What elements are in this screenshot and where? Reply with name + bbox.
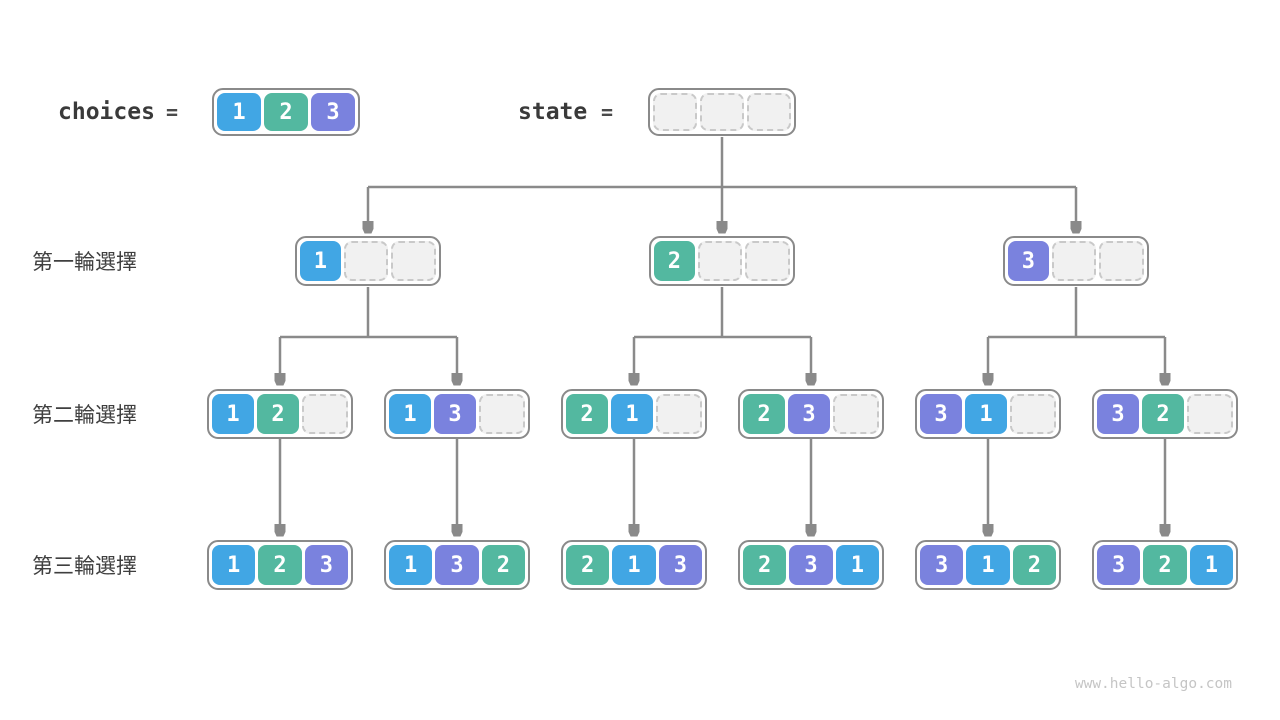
value-cell-3: 3 bbox=[434, 394, 476, 434]
value-cell-3: 3 bbox=[658, 545, 702, 585]
empty-slot-cell bbox=[479, 394, 525, 434]
state-equals-sign: = bbox=[601, 100, 614, 124]
value-cell-2: 2 bbox=[743, 394, 785, 434]
empty-slot-cell bbox=[302, 394, 348, 434]
empty-slot-cell bbox=[697, 241, 743, 281]
value-cell-3: 3 bbox=[1097, 545, 1141, 585]
state-node-3: 3 bbox=[1003, 236, 1149, 286]
value-cell-2: 2 bbox=[1142, 394, 1184, 434]
value-cell-3: 3 bbox=[311, 93, 355, 131]
value-cell-3: 3 bbox=[789, 545, 833, 585]
empty-slot-cell bbox=[1010, 394, 1056, 434]
empty-slot-cell bbox=[653, 93, 697, 131]
empty-slot-cell bbox=[833, 394, 879, 434]
row-label-round-2: 第二輪選擇 bbox=[32, 404, 137, 427]
value-cell-1: 1 bbox=[966, 545, 1010, 585]
state-array-box bbox=[648, 88, 796, 136]
value-cell-1: 1 bbox=[611, 394, 653, 434]
value-cell-1: 1 bbox=[389, 394, 431, 434]
value-cell-1: 1 bbox=[212, 394, 254, 434]
value-cell-1: 1 bbox=[389, 545, 433, 585]
value-cell-3: 3 bbox=[788, 394, 830, 434]
empty-slot-cell bbox=[391, 241, 437, 281]
empty-slot-cell bbox=[343, 241, 389, 281]
value-cell-2: 2 bbox=[743, 545, 787, 585]
value-cell-3: 3 bbox=[920, 394, 962, 434]
value-cell-1: 1 bbox=[1189, 545, 1233, 585]
value-cell-3: 3 bbox=[435, 545, 479, 585]
value-cell-3: 3 bbox=[920, 545, 964, 585]
empty-slot-cell bbox=[747, 93, 791, 131]
site-watermark: www.hello-algo.com bbox=[1074, 676, 1232, 692]
empty-slot-cell bbox=[1187, 394, 1233, 434]
value-cell-1: 1 bbox=[212, 545, 256, 585]
value-cell-3: 3 bbox=[1097, 394, 1139, 434]
empty-slot-cell bbox=[656, 394, 702, 434]
state-node-1: 1 bbox=[295, 236, 441, 286]
value-cell-2: 2 bbox=[258, 545, 302, 585]
empty-slot-cell bbox=[1099, 241, 1145, 281]
value-cell-3: 3 bbox=[304, 545, 348, 585]
value-cell-2: 2 bbox=[257, 394, 299, 434]
empty-slot-cell bbox=[700, 93, 744, 131]
value-cell-1: 1 bbox=[612, 545, 656, 585]
value-cell-1: 1 bbox=[835, 545, 879, 585]
value-cell-2: 2 bbox=[481, 545, 525, 585]
value-cell-2: 2 bbox=[566, 545, 610, 585]
value-cell-2: 2 bbox=[1012, 545, 1056, 585]
state-node-2: 2 bbox=[649, 236, 795, 286]
value-cell-1: 1 bbox=[217, 93, 261, 131]
value-cell-2: 2 bbox=[1143, 545, 1187, 585]
value-cell-2: 2 bbox=[264, 93, 308, 131]
empty-slot-cell bbox=[1051, 241, 1097, 281]
empty-slot-cell bbox=[745, 241, 791, 281]
value-cell-1: 1 bbox=[965, 394, 1007, 434]
value-cell-3: 3 bbox=[1008, 241, 1049, 281]
choices-label: choices bbox=[58, 99, 155, 125]
value-cell-2: 2 bbox=[654, 241, 695, 281]
value-cell-1: 1 bbox=[300, 241, 341, 281]
row-label-round-3: 第三輪選擇 bbox=[32, 555, 137, 578]
row-label-round-1: 第一輪選擇 bbox=[32, 251, 137, 274]
value-cell-2: 2 bbox=[566, 394, 608, 434]
state-label: state bbox=[518, 99, 588, 125]
choices-equals-sign: = bbox=[166, 100, 179, 124]
